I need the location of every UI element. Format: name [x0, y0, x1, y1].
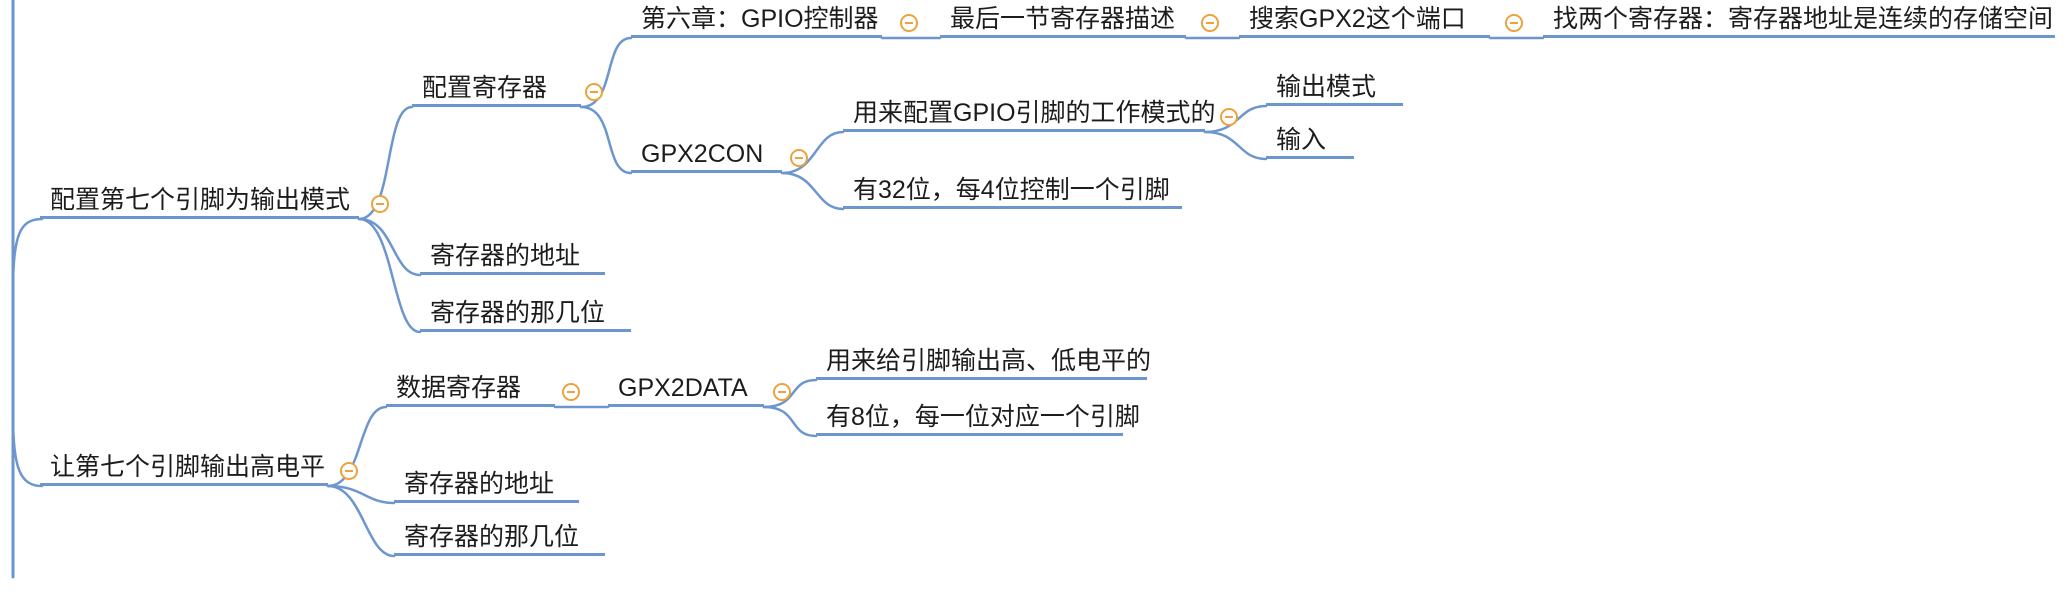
connector: [326, 405, 388, 488]
connector: [1203, 130, 1268, 161]
node-gpx2con-purpose[interactable]: 用来配置GPIO引脚的工作模式的: [843, 98, 1216, 132]
connector: [357, 217, 422, 277]
node-gpx2data[interactable]: GPX2DATA: [608, 373, 764, 407]
connector: [357, 217, 422, 334]
node-input[interactable]: 输入: [1266, 125, 1354, 159]
collapse-icon[interactable]: [1201, 14, 1219, 32]
collapse-icon[interactable]: [773, 383, 791, 401]
node-two-registers-contiguous[interactable]: 找两个寄存器：寄存器地址是连续的存储空间: [1543, 4, 2055, 38]
connector: [11, 413, 44, 488]
node-search-gpx2-port[interactable]: 搜索GPX2这个端口: [1239, 4, 1490, 38]
node-chapter6-gpio-controller[interactable]: 第六章：GPIO控制器: [631, 4, 882, 38]
node-last-section-register-desc[interactable]: 最后一节寄存器描述: [940, 4, 1186, 38]
node-register-address-2[interactable]: 寄存器的地址: [394, 469, 579, 503]
node-gpx2con-32bits[interactable]: 有32位，每4位控制一个引脚: [843, 175, 1182, 209]
collapse-icon[interactable]: [1220, 108, 1238, 126]
node-branch-pin-output-high[interactable]: 让第七个引脚输出高电平: [40, 452, 328, 486]
node-gpx2con[interactable]: GPX2CON: [631, 139, 782, 173]
connector: [780, 130, 845, 175]
node-register-bits-2[interactable]: 寄存器的那几位: [394, 522, 605, 556]
collapse-icon[interactable]: [340, 462, 358, 480]
connector: [762, 405, 818, 438]
collapse-icon[interactable]: [371, 195, 389, 213]
connector: [780, 171, 845, 211]
node-register-address-1[interactable]: 寄存器的地址: [420, 241, 605, 275]
connector: [326, 484, 396, 558]
connector: [579, 36, 633, 109]
collapse-icon[interactable]: [790, 149, 808, 167]
node-gpx2data-8bits[interactable]: 有8位，每一位对应一个引脚: [816, 402, 1140, 436]
connector: [357, 105, 414, 221]
collapse-icon[interactable]: [585, 83, 603, 101]
node-register-bits-1[interactable]: 寄存器的那几位: [420, 298, 631, 332]
connector: [762, 378, 818, 409]
collapse-icon[interactable]: [900, 14, 918, 32]
connector: [579, 105, 633, 175]
node-gpx2data-purpose[interactable]: 用来给引脚输出高、低电平的: [816, 346, 1151, 380]
collapse-icon[interactable]: [1505, 14, 1523, 32]
node-data-register[interactable]: 数据寄存器: [386, 373, 555, 407]
connector: [11, 217, 44, 292]
node-output-mode[interactable]: 输出模式: [1266, 72, 1403, 106]
connector: [1203, 104, 1268, 134]
collapse-icon[interactable]: [562, 383, 580, 401]
node-branch-config-pin-output[interactable]: 配置第七个引脚为输出模式: [40, 185, 359, 219]
node-config-register[interactable]: 配置寄存器: [412, 73, 581, 107]
